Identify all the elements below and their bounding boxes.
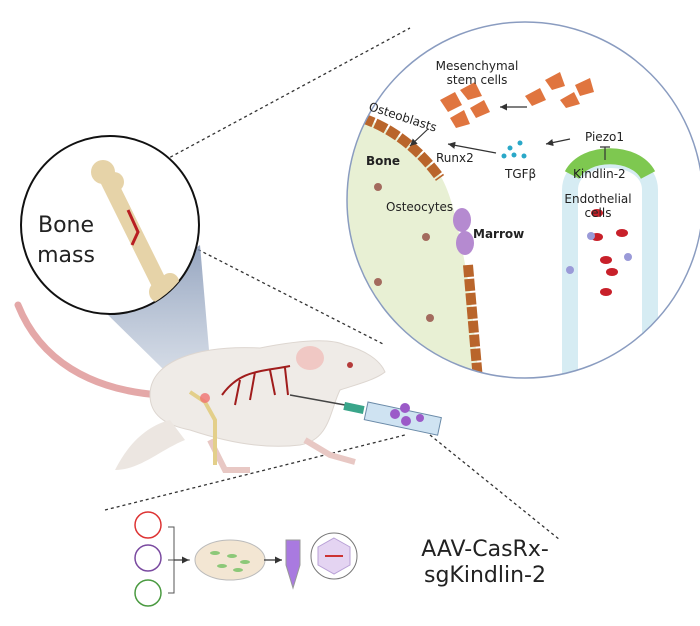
endothelial-label-1: Endothelial xyxy=(564,192,631,206)
construct-label-1: AAV-CasRx- xyxy=(421,537,549,562)
plasmid-icon xyxy=(134,579,162,607)
aav-production-workflow: AAV-CasRx- sgKindlin-2 xyxy=(134,511,549,607)
culture-dish-icon xyxy=(194,539,266,581)
bone-label: Bone xyxy=(366,154,400,168)
runx2-label: Runx2 xyxy=(436,151,474,165)
bone-mass-label-2: mass xyxy=(37,243,95,268)
mouse-body xyxy=(149,340,386,447)
mouse-tail xyxy=(14,301,164,399)
osteocytes-label: Osteocytes xyxy=(386,200,453,214)
construct-label-2: sgKindlin-2 xyxy=(424,563,546,588)
marrow-label: Marrow xyxy=(473,227,524,241)
fracture-mark xyxy=(126,209,140,246)
msc-label-2: stem cells xyxy=(447,73,508,87)
kindlin2-label: Kindlin-2 xyxy=(573,167,626,181)
bone-mass-circle: Bone mass xyxy=(20,135,200,315)
connector-line xyxy=(429,434,561,541)
bone-mass-label-1: Bone xyxy=(38,213,94,238)
mesenchymal-stem-cells xyxy=(440,72,594,128)
red-blood-cells xyxy=(591,209,628,296)
msc-label-1: Mesenchymal xyxy=(436,59,519,73)
syringe-illustration xyxy=(289,394,442,436)
bone-marrow-niche-circle: Mesenchymal stem cells Osteoblasts Runx2… xyxy=(346,21,700,379)
plasmid-icon xyxy=(134,544,162,572)
plasmid-icon xyxy=(134,511,162,539)
mouse-ear xyxy=(296,346,324,370)
mouse-eye xyxy=(347,362,353,368)
tgfb-label: TGFβ xyxy=(504,167,536,181)
blood-vessels xyxy=(221,365,291,406)
kindlin2-cells xyxy=(564,148,656,180)
tgfb-molecules xyxy=(501,140,527,159)
osteocytes xyxy=(374,183,434,322)
mouse-illustration xyxy=(14,301,386,473)
endothelial-label-2: cells xyxy=(585,206,612,220)
femur xyxy=(188,390,217,465)
piezo1-label: Piezo1 xyxy=(585,130,624,144)
connector-line xyxy=(127,27,411,181)
tube-icon xyxy=(285,539,301,590)
marrow-cell xyxy=(453,208,471,232)
